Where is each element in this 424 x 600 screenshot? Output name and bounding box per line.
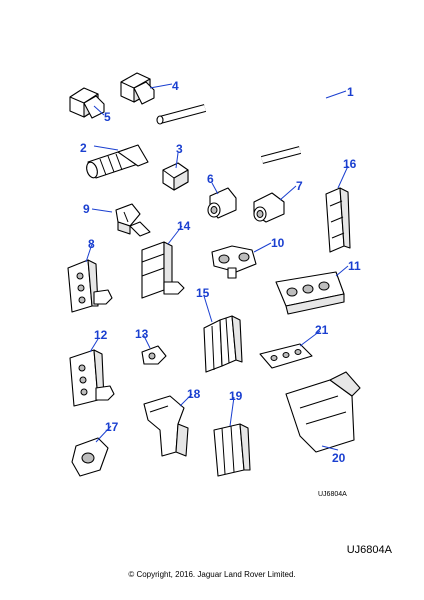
part-14-clip-with-stud [141, 241, 185, 299]
callout-4: 4 [172, 79, 179, 93]
part-13-small-clip [141, 345, 167, 365]
part-21-flat-multi-clip [259, 343, 313, 369]
callout-10: 10 [271, 236, 285, 250]
part-20-large-bracket [285, 371, 361, 453]
part-6-sleeve [207, 187, 237, 219]
part-18-bracket-clip [143, 395, 189, 457]
callout-11: 11 [348, 259, 361, 273]
callout-16: 16 [343, 157, 357, 171]
part-7-sleeve [253, 192, 285, 223]
part-10-double-clip [211, 245, 257, 279]
part-12-multi-clip-with-screw [69, 349, 115, 407]
callout-3: 3 [176, 142, 183, 156]
callout-12: 12 [94, 328, 108, 342]
callout-18: 18 [187, 387, 201, 401]
part-17-clip [71, 437, 109, 477]
callout-9: 9 [83, 202, 90, 216]
callout-13: 13 [135, 327, 149, 341]
callout-21: 21 [315, 323, 329, 337]
callout-7: 7 [296, 179, 303, 193]
part-11-triple-clip [275, 271, 345, 315]
callout-5: 5 [104, 110, 111, 124]
copyright-notice: © Copyright, 2016. Jaguar Land Rover Lim… [128, 570, 296, 579]
part-16-tall-multi-clip [325, 187, 351, 253]
callout-19: 19 [229, 389, 243, 403]
reference-code: UJ6804A [346, 544, 392, 556]
callout-17: 17 [105, 420, 119, 434]
callout-8: 8 [88, 237, 95, 251]
callout-20: 20 [332, 451, 346, 465]
part-19-spacer-block [213, 423, 251, 477]
callout-numbers: 1 2 3 4 5 6 7 8 9 10 11 12 13 14 15 16 1… [80, 79, 361, 465]
part-15-spacer-block [203, 315, 243, 373]
part-1-coiled-tube [156, 85, 334, 174]
part-4-hex-union [120, 72, 155, 105]
part-3-hex-nut [162, 162, 189, 191]
callout-leaders [85, 83, 349, 451]
callout-6: 6 [207, 172, 214, 186]
diagram-code: UJ6804A [318, 491, 347, 498]
part-2-threaded-adaptor [86, 144, 149, 179]
part-8-multi-clip-with-stud [67, 259, 113, 313]
callout-14: 14 [177, 219, 191, 233]
part-9-pipe-clip [115, 203, 151, 237]
callout-1: 1 [347, 85, 354, 99]
part-5-hex-union [69, 87, 105, 119]
callout-2: 2 [80, 141, 87, 155]
callout-15: 15 [196, 286, 210, 300]
